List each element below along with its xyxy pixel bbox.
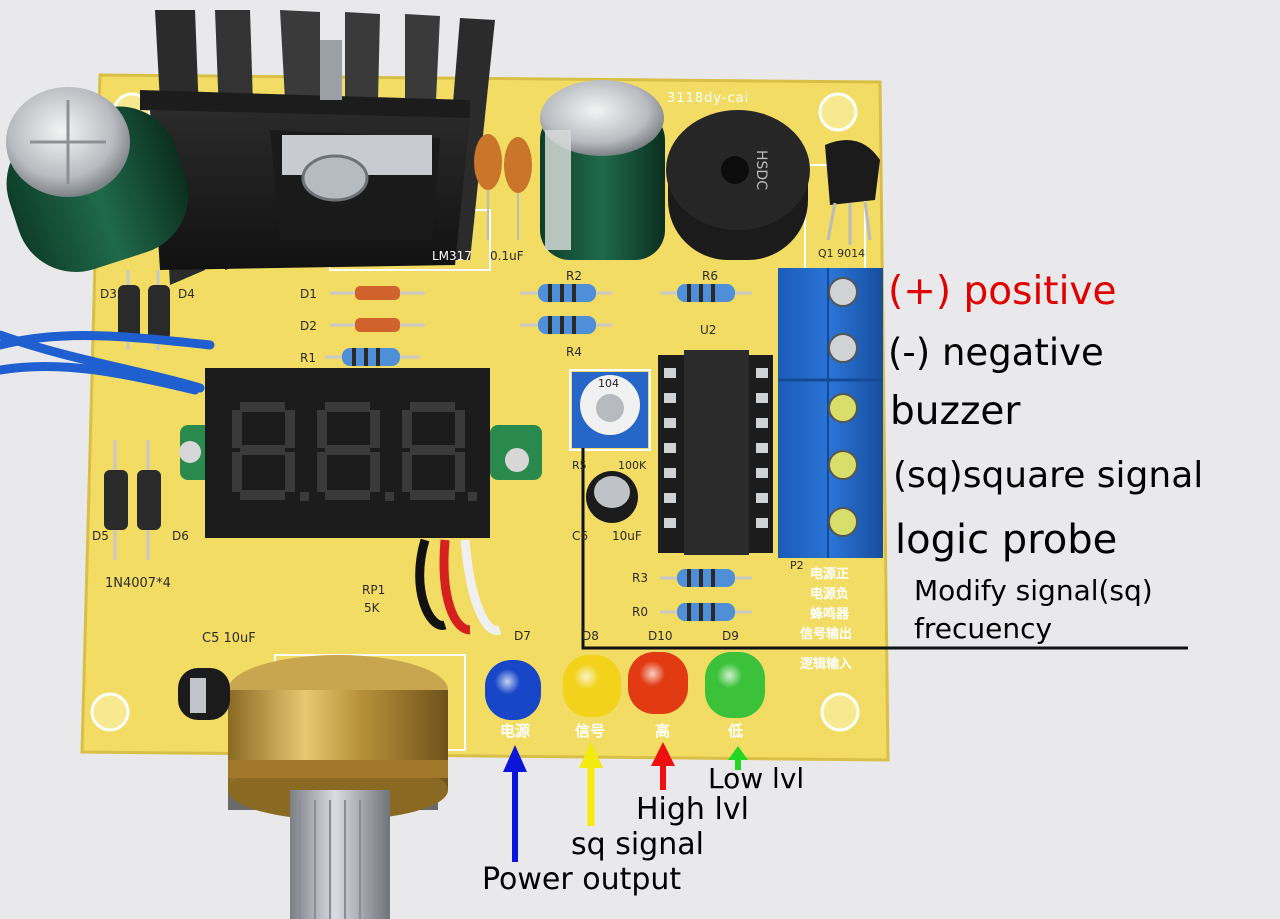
label-buzzer: buzzer bbox=[890, 389, 1021, 434]
main-potentiometer bbox=[228, 655, 448, 919]
resistor-r6-label: R6 bbox=[702, 269, 718, 283]
trimmer-potentiometer bbox=[572, 372, 648, 448]
terminal-cn-3: 信号输出 bbox=[800, 627, 853, 642]
label-logic-probe: logic probe bbox=[895, 517, 1118, 563]
mounting-holes bbox=[90, 92, 860, 732]
terminal-block bbox=[778, 268, 883, 558]
rectifier-diodes bbox=[104, 270, 170, 560]
terminal-cn-2: 蜂鸣器 bbox=[810, 607, 850, 622]
c6-label: C6 bbox=[572, 529, 589, 543]
led-ref-d9: D9 bbox=[722, 629, 739, 643]
led-cn-low: 低 bbox=[728, 722, 744, 740]
ic-label: U2 bbox=[700, 323, 717, 337]
diode-d5-label: D5 bbox=[92, 529, 109, 543]
led-cn-power: 电源 bbox=[500, 722, 531, 740]
trimmer-leader-line bbox=[581, 448, 1188, 650]
seven-segment-display bbox=[179, 368, 542, 635]
diode-d4-label: D4 bbox=[178, 287, 195, 301]
label-negative: (-) negative bbox=[888, 331, 1104, 374]
led-green bbox=[705, 652, 765, 718]
resistor-r1-label: R1 bbox=[300, 351, 316, 365]
ic-chip bbox=[658, 350, 773, 555]
terminal-cn-1: 电源负 bbox=[810, 587, 850, 602]
diode-d2-label: D2 bbox=[300, 319, 317, 333]
small-capacitor-c5 bbox=[178, 668, 230, 720]
arrow-high-level bbox=[651, 742, 675, 790]
transistor-label: Q1 9014 bbox=[818, 247, 866, 260]
buzzer bbox=[666, 110, 810, 260]
label-modify-signal: Modify signal(sq) bbox=[914, 574, 1153, 607]
c5-label: C5 10uF bbox=[202, 631, 256, 646]
arrow-sq-signal bbox=[579, 742, 603, 826]
resistors bbox=[325, 284, 752, 621]
transistor bbox=[825, 140, 880, 245]
ceramic-capacitors bbox=[474, 134, 532, 240]
terminal-cn-4: 逻辑输入 bbox=[800, 657, 853, 672]
led-cn-high: 高 bbox=[655, 722, 671, 740]
diode-d3-label: D3 bbox=[100, 287, 117, 301]
led-ref-d8: D8 bbox=[582, 629, 599, 643]
input-wires bbox=[0, 330, 215, 395]
resistor-r3-label: R3 bbox=[632, 571, 648, 585]
trimmer-code: 104 bbox=[598, 377, 619, 390]
resistor-r2-label: R2 bbox=[566, 269, 582, 283]
arrow-low-level bbox=[728, 746, 748, 770]
glass-diodes bbox=[330, 286, 425, 332]
rp1-label: RP1 bbox=[362, 583, 386, 597]
heatsink bbox=[140, 10, 495, 285]
label-sq-signal: sq signal bbox=[571, 827, 704, 862]
label-power-output: Power output bbox=[482, 862, 682, 897]
led-yellow bbox=[563, 655, 621, 717]
led-red bbox=[628, 652, 688, 714]
resistor-r0-label: R0 bbox=[632, 605, 648, 619]
board-brand: 3118dy-cai bbox=[667, 91, 750, 106]
terminal-cn-0: 电源正 bbox=[810, 567, 850, 582]
led-cn-signal: 信号 bbox=[575, 722, 606, 740]
buzzer-mark: HSDC bbox=[753, 150, 769, 190]
rp1-value: 5K bbox=[364, 601, 380, 615]
trimmer-ref: R5 bbox=[572, 459, 587, 472]
bridge-note: 1N4007*4 bbox=[105, 576, 171, 591]
arrow-power-output bbox=[503, 745, 527, 862]
trimmer-value: 100K bbox=[618, 459, 647, 472]
regulator-label: LM317 bbox=[432, 249, 472, 263]
label-high-level: High lvl bbox=[636, 792, 749, 827]
electrolytic-capacitor-medium bbox=[540, 80, 665, 260]
diode-d1-label: D1 bbox=[300, 287, 317, 301]
label-low-level: Low lvl bbox=[708, 762, 805, 795]
led-ref-d10: D10 bbox=[648, 629, 673, 643]
cap-value-label: 0.1uF bbox=[490, 249, 524, 263]
label-positive: (+) positive bbox=[888, 269, 1117, 314]
led-ref-d7: D7 bbox=[514, 629, 531, 643]
label-square-signal: (sq)square signal bbox=[893, 455, 1204, 496]
c6-value: 10uF bbox=[612, 529, 642, 543]
p2-label: P2 bbox=[790, 559, 804, 572]
label-frequency: frecuency bbox=[914, 612, 1053, 645]
electrolytic-capacitor-large bbox=[6, 87, 189, 272]
resistor-bands bbox=[352, 284, 715, 621]
diode-d6-label: D6 bbox=[172, 529, 189, 543]
led-blue bbox=[485, 660, 541, 720]
resistor-r4-label: R4 bbox=[566, 345, 582, 359]
small-capacitor-c6 bbox=[586, 471, 638, 523]
